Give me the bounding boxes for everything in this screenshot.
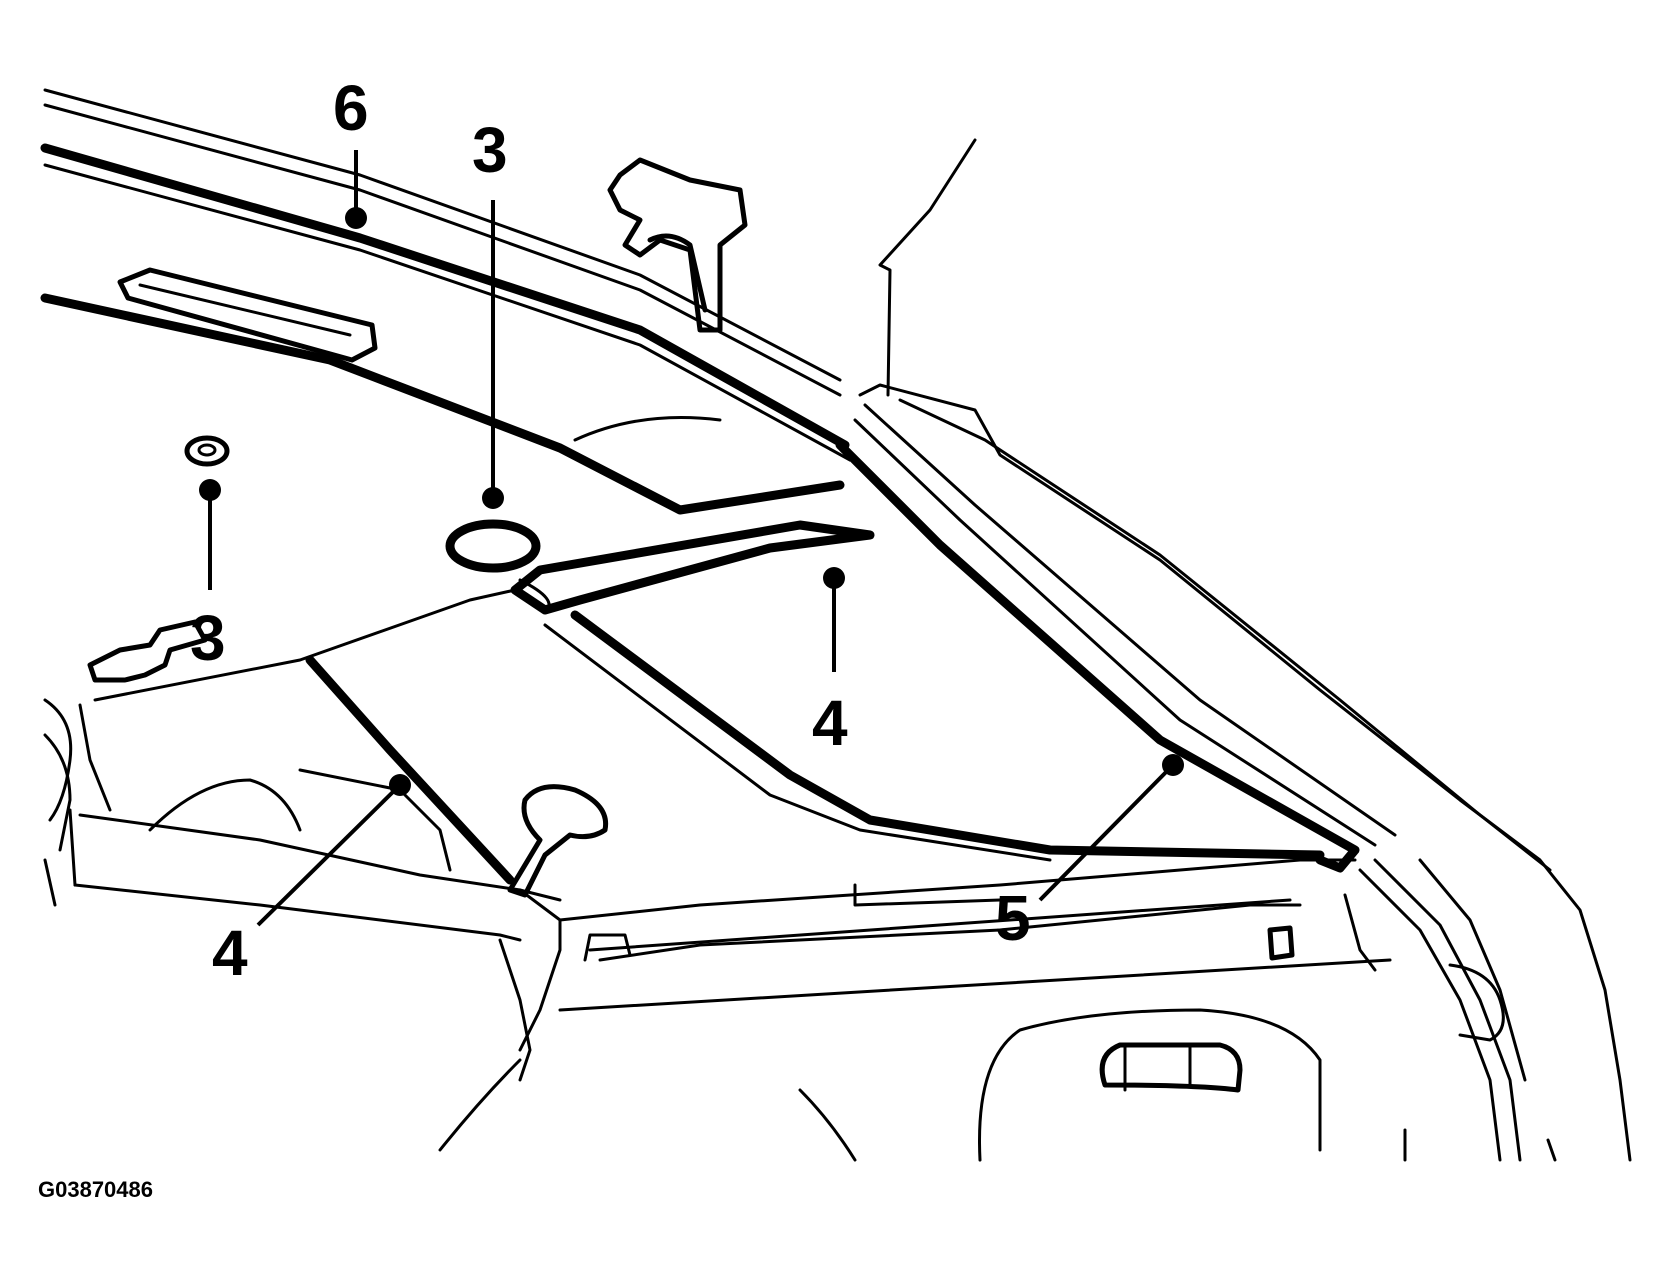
- leader-4-left: [256, 783, 402, 927]
- leader-5: [1038, 763, 1175, 902]
- figure-code: G03870486: [38, 1177, 153, 1202]
- visor-clip: [87, 619, 208, 683]
- lower-trim-panel: [510, 520, 1325, 862]
- callout-5: 5: [995, 882, 1031, 954]
- roof-rail-trim: [40, 88, 852, 462]
- leader-dot-5: [1162, 754, 1184, 776]
- leader-dot-6: [345, 207, 367, 229]
- grab-handle: [607, 157, 748, 333]
- coat-hook: [507, 784, 609, 898]
- rear-interior-panel: [978, 893, 1557, 1162]
- inner-panels: [68, 588, 562, 1082]
- clip-part-3-ring: [445, 519, 541, 573]
- leader-dot-4-right: [823, 567, 845, 589]
- callout-3-upper: 3: [472, 114, 508, 186]
- leader-dot-4-left: [389, 774, 411, 796]
- clip-part-3-small-hole: [197, 443, 217, 457]
- leader-dot-3-left: [199, 479, 221, 501]
- headliner-front-edge: [40, 293, 845, 515]
- body-pillar: [858, 383, 1632, 1162]
- callout-3-left: 3: [190, 602, 226, 674]
- callout-4-right: 4: [812, 687, 848, 759]
- leader-lines: [199, 150, 1184, 927]
- door-frame-line: [878, 138, 977, 397]
- callout-6: 6: [333, 72, 369, 144]
- left-door-frame: [43, 698, 73, 907]
- callout-4-left: 4: [212, 917, 248, 989]
- pillar-trim: [835, 403, 1397, 873]
- rear-body-sill: [438, 858, 1392, 1162]
- leader-dot-3-upper: [482, 487, 504, 509]
- headliner-slot: [117, 267, 378, 363]
- clip-part-3-small: [184, 435, 230, 467]
